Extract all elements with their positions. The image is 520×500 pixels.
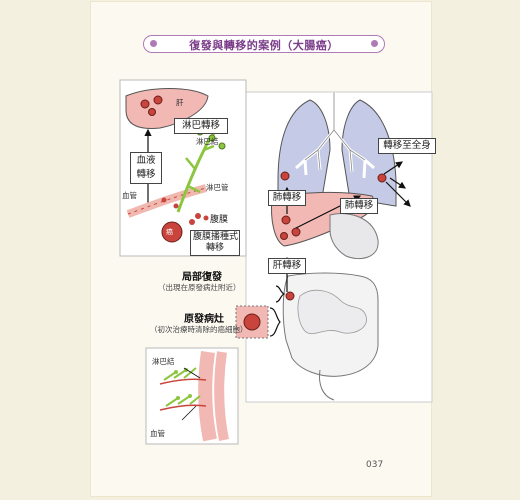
recurrence-tumor (285, 291, 295, 301)
label-local-recurrence: 局部復發 (182, 272, 222, 283)
label-lymph-vessel: 淋巴管 (206, 183, 229, 192)
label-cancer: 癌 (166, 228, 173, 236)
label-whole-body: 轉移至全身 (378, 138, 436, 154)
label-lung-meta-right: 肺轉移 (340, 198, 378, 214)
label-primary-lesion-note: （初次治療時清除的癌細胞） (150, 325, 248, 334)
peritoneal-line1: 腹膜播種式 (193, 232, 239, 242)
page-number: 037 (366, 460, 384, 470)
arrow-body-mid (389, 177, 406, 189)
stomach (329, 213, 379, 260)
arrow-body-up (383, 161, 403, 175)
cancer-blob (161, 221, 183, 243)
title-dot-left (150, 40, 157, 47)
inset-pointer-vessel (181, 405, 197, 421)
peritoneal-line2: 轉移 (205, 243, 224, 253)
brace-recurrence (275, 285, 286, 303)
inset-pointer-lymph (183, 367, 201, 379)
liver-tumor-1 (281, 215, 291, 225)
small-liver (125, 88, 209, 129)
page-title: 復發與轉移的案例（大腸癌） (189, 39, 339, 52)
blood-metastasis-line1: 血液 (136, 155, 156, 166)
label-lymph-node: 淋巴結 (196, 137, 219, 146)
label-lung-meta-left: 肺轉移 (268, 190, 306, 206)
label-lymph-metastasis: 淋巴轉移 (174, 118, 228, 134)
title-banner: 復發與轉移的案例（大腸癌） (143, 35, 385, 53)
small-intestine (297, 289, 367, 335)
lung-tumor-right (377, 173, 387, 183)
arrow-body-right (385, 181, 411, 207)
brace-primary (269, 307, 281, 337)
label-local-recurrence-note: （出現在原發病灶附近） (158, 283, 241, 292)
lung-tumor-left (280, 171, 290, 181)
label-peritoneum: 腹膜 (210, 215, 229, 225)
title-dot-right (371, 40, 378, 47)
label-liver-meta: 肝轉移 (268, 258, 306, 274)
blood-metastasis-line2: 轉移 (136, 169, 156, 180)
label-peritoneal-metastasis: 腹膜播種式 轉移 (190, 230, 240, 256)
label-primary-lesion: 原發病灶 (184, 314, 224, 325)
label-blood-metastasis: 血液 轉移 (130, 152, 162, 184)
liver-tumor-2 (291, 227, 301, 237)
label-blood-vessel: 血管 (122, 191, 137, 200)
label-inset-blood-vessel: 血管 (150, 429, 165, 438)
label-liver: 肝 (176, 98, 184, 107)
rectum (319, 369, 335, 401)
label-inset-lymph-node: 淋巴結 (152, 357, 175, 366)
liver-tumor-3 (280, 232, 288, 240)
